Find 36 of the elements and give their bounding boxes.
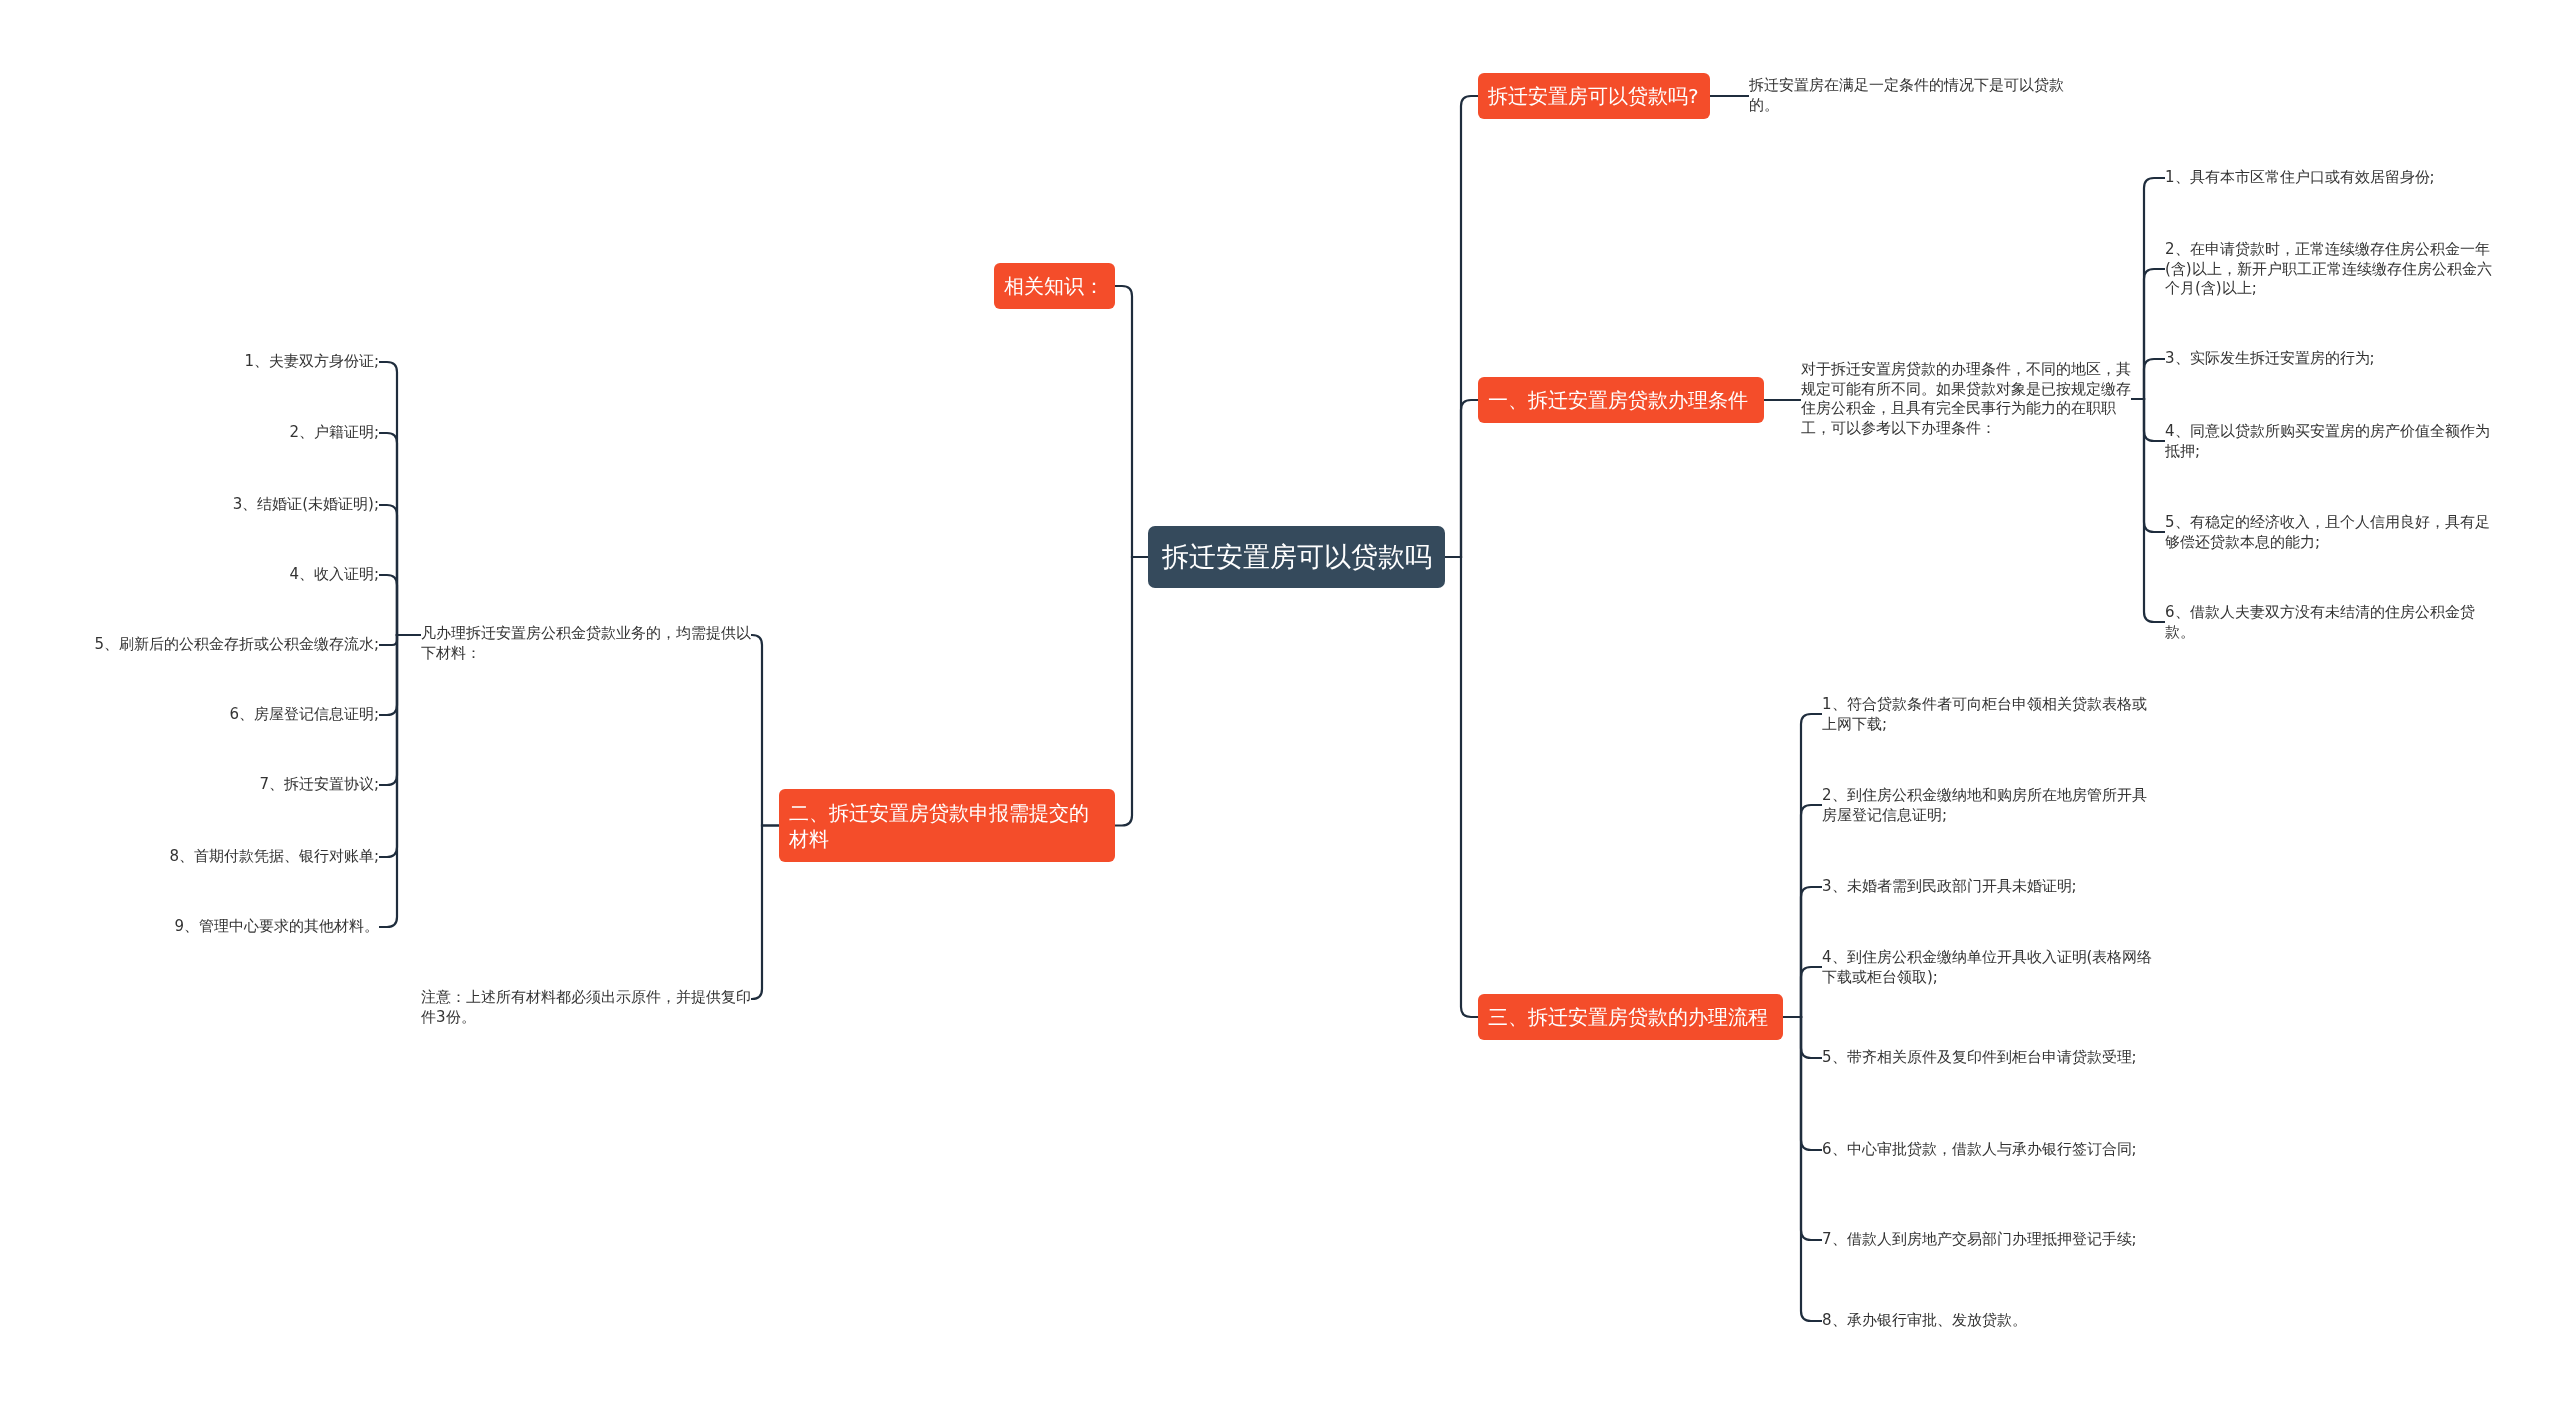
topic-box: 相关知识： — [994, 263, 1115, 309]
note-text: 3、未婚者需到民政部门开具未婚证明; — [1822, 877, 2157, 897]
note-text: 2、户籍证明; — [289, 423, 379, 443]
central-topic-box: 拆迁安置房可以贷款吗 — [1148, 526, 1445, 588]
connector-line — [1710, 94, 1749, 98]
note-text: 1、符合贷款条件者可向柜台申领相关贷款表格或上网下载; — [1822, 694, 2157, 734]
note-text: 9、管理中心要求的其他材料。 — [174, 917, 379, 937]
note-text: 8、承办银行审批、发放贷款。 — [1822, 1311, 2157, 1331]
note-text: 5、有稳定的经济收入，且个人信用良好，具有足够偿还贷款本息的能力; — [2165, 512, 2500, 552]
note-text: 6、借款人夫妻双方没有未结清的住房公积金贷款。 — [2165, 602, 2500, 642]
note-text: 4、到住房公积金缴纳单位开具收入证明(表格网络下载或柜台领取); — [1822, 947, 2157, 987]
note-text: 6、中心审批贷款，借款人与承办银行签订合同; — [1822, 1140, 2157, 1160]
topic-box: 三、拆迁安置房贷款的办理流程 — [1478, 994, 1783, 1040]
note-text: 4、收入证明; — [289, 565, 379, 585]
connector-line — [750, 824, 779, 1001]
note-text: 对于拆迁安置房贷款的办理条件，不同的地区，其规定可能有所不同。如果贷款对象是已按规定缴存住房公积金，且具有完全民事行为能力的在职职工，可以参考以下办理条件： — [1801, 360, 2131, 438]
note-text: 5、带齐相关原件及复印件到柜台申请贷款受理; — [1822, 1048, 2157, 1068]
note-text: 2、在申请贷款时，正常连续缴存住房公积金一年(含)以上，新开户职工正常连续缴存住房公积金六个月(含)以上; — [2165, 239, 2500, 299]
note-text: 7、拆迁安置协议; — [259, 775, 379, 795]
topic-box: 一、拆迁安置房贷款办理条件 — [1478, 377, 1764, 423]
note-text: 4、同意以贷款所购买安置房的房产价值全额作为抵押; — [2165, 421, 2500, 461]
topic-box: 二、拆迁安置房贷款申报需提交的材料 — [779, 789, 1115, 862]
note-text: 注意：上述所有材料都必须出示原件，并提供复印件3份。 — [421, 988, 751, 1027]
note-text: 6、房屋登记信息证明; — [229, 705, 379, 725]
note-text: 8、首期付款凭据、银行对账单; — [169, 847, 379, 867]
note-text: 1、具有本市区常住户口或有效居留身份; — [2165, 168, 2500, 188]
note-text: 凡办理拆迁安置房公积金贷款业务的，均需提供以下材料： — [421, 624, 751, 663]
note-text: 拆迁安置房在满足一定条件的情况下是可以贷款的。 — [1749, 76, 2079, 115]
note-text: 3、结婚证(未婚证明); — [232, 495, 379, 515]
note-text: 5、刷新后的公积金存折或公积金缴存流水; — [94, 635, 379, 655]
note-text: 7、借款人到房地产交易部门办理抵押登记手续; — [1822, 1230, 2157, 1250]
note-text: 2、到住房公积金缴纳地和购房所在地房管所开具房屋登记信息证明; — [1822, 785, 2157, 825]
topic-box: 拆迁安置房可以贷款吗? — [1478, 73, 1710, 119]
note-text: 1、夫妻双方身份证; — [244, 352, 379, 372]
note-text: 3、实际发生拆迁安置房的行为; — [2165, 349, 2500, 369]
connector-line — [1764, 398, 1801, 402]
